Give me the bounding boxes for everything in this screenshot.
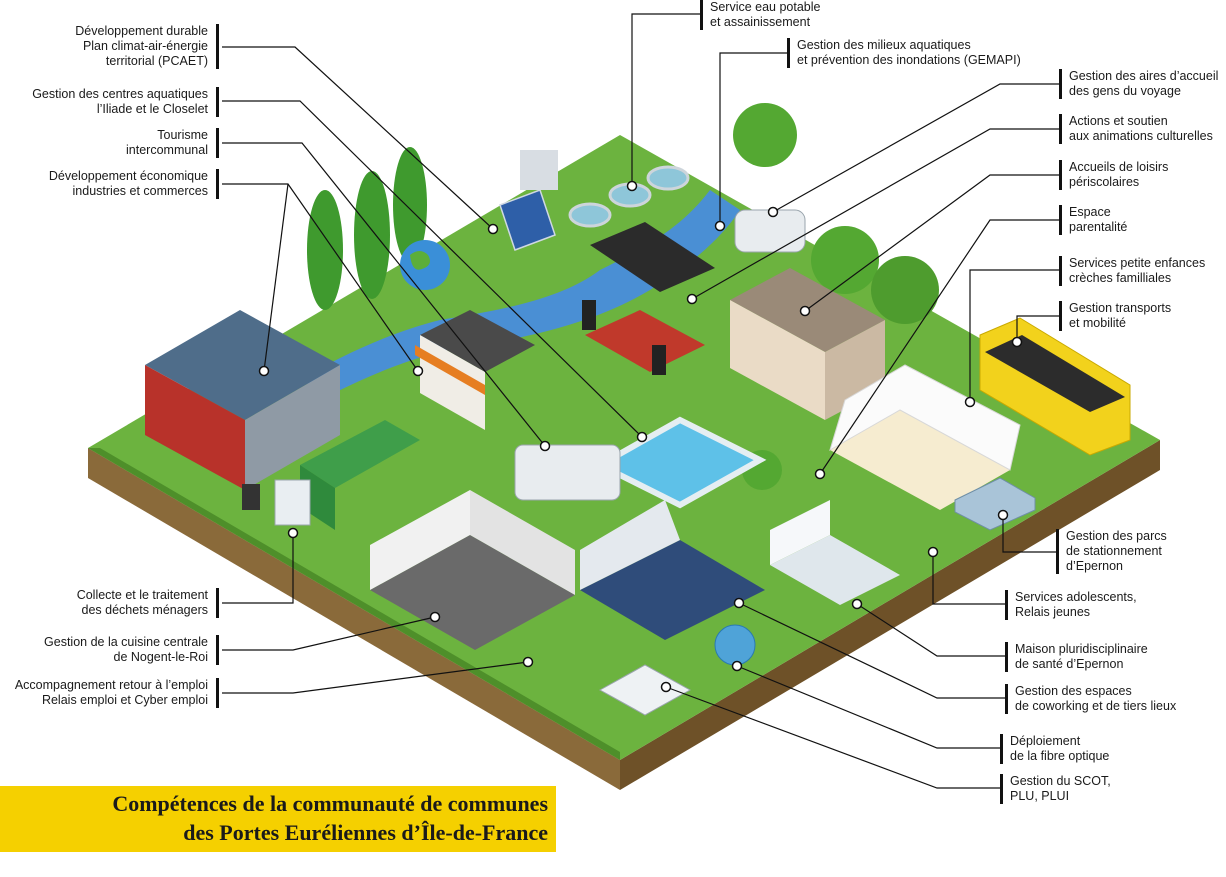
leader-emploi bbox=[222, 661, 529, 694]
planning-model bbox=[598, 664, 692, 716]
label-voyage: Gestion des aires d’accueil des gens du … bbox=[1059, 69, 1218, 99]
swimming-pool bbox=[593, 416, 767, 509]
ground-soil-left bbox=[88, 448, 620, 790]
kitchen-wall-side bbox=[470, 490, 575, 595]
concert-stage-floor bbox=[585, 310, 705, 372]
warehouse-side bbox=[245, 365, 340, 490]
garbage-truck-body bbox=[300, 420, 420, 488]
ground-soil-right bbox=[620, 440, 1160, 790]
leader-stationnement bbox=[1002, 515, 1059, 553]
title-line-1: Compétences de la communauté de communes bbox=[112, 791, 548, 816]
health-room-wall bbox=[770, 500, 830, 565]
creche-floor bbox=[830, 410, 1010, 510]
leader-tourisme bbox=[222, 142, 546, 447]
label-parentalite: Espace parentalité bbox=[1059, 205, 1127, 235]
bus-windows bbox=[985, 335, 1125, 412]
garbage-bin bbox=[242, 484, 260, 510]
coworking-wall bbox=[580, 500, 680, 590]
leader-loisirs bbox=[804, 174, 1062, 312]
label-scot: Gestion du SCOT, PLU, PLUI bbox=[1000, 774, 1111, 804]
water-basin bbox=[568, 202, 612, 228]
leader-cuisine bbox=[222, 616, 436, 651]
label-sante: Maison pluridisciplinaire de santé d’Epe… bbox=[1005, 642, 1148, 672]
fibre-globe-icon bbox=[714, 624, 756, 666]
label-gemapi: Gestion des milieux aquatiques et préven… bbox=[787, 38, 1021, 68]
leader-coworking bbox=[738, 602, 1008, 699]
label-ados: Services adolescents, Relais jeunes bbox=[1005, 590, 1137, 620]
leader-petite-enfance bbox=[969, 269, 1062, 402]
kitchen-wall bbox=[370, 490, 470, 590]
parked-car bbox=[954, 477, 1036, 531]
health-room-floor bbox=[770, 535, 900, 605]
shop-awning bbox=[415, 345, 485, 395]
label-stationnement: Gestion des parcs de stationnement d’Epe… bbox=[1056, 529, 1167, 574]
coworking-floor bbox=[580, 540, 765, 640]
solar-panel bbox=[499, 189, 556, 251]
title-line-2: des Portes Euréliennes d’Île-de-France bbox=[183, 820, 548, 845]
label-aquatiques: Gestion des centres aquatiques l’Iliade … bbox=[32, 87, 219, 117]
concert-stage-roof bbox=[590, 222, 715, 292]
leader-ados bbox=[932, 552, 1008, 605]
title-banner: Compétences de la communauté de communes… bbox=[0, 786, 556, 852]
tree-round bbox=[733, 103, 797, 167]
camper-van bbox=[514, 444, 621, 501]
tree-cypress bbox=[393, 147, 427, 263]
label-eau: Service eau potable et assainissement bbox=[700, 0, 821, 30]
leader-fibre bbox=[736, 665, 1003, 749]
creche-wall bbox=[829, 364, 1021, 471]
label-petite-enfance: Services petite enfances crèches familli… bbox=[1059, 256, 1205, 286]
tree-cypress bbox=[307, 190, 343, 310]
label-fibre: Déploiement de la fibre optique bbox=[1000, 734, 1109, 764]
leader-dechets bbox=[222, 533, 294, 604]
leader-aquatiques bbox=[222, 100, 643, 438]
label-culture: Actions et soutien aux animations cultur… bbox=[1059, 114, 1213, 144]
leader-scot bbox=[665, 686, 1003, 789]
tree-round bbox=[811, 226, 879, 294]
label-coworking: Gestion des espaces de coworking et de t… bbox=[1005, 684, 1176, 714]
globe-continents bbox=[410, 251, 430, 270]
label-tourisme: Tourisme intercommunal bbox=[126, 128, 219, 158]
leader-dots bbox=[258, 180, 1023, 693]
leader-voyage bbox=[772, 83, 1062, 213]
water-basin bbox=[646, 165, 690, 191]
leader-eco-2 bbox=[263, 183, 289, 372]
leader-parentalite bbox=[819, 219, 1062, 475]
label-cuisine: Gestion de la cuisine centrale de Nogent… bbox=[44, 635, 219, 665]
label-eco: Développement économique industries et c… bbox=[49, 169, 219, 199]
label-transports: Gestion transports et mobilité bbox=[1059, 301, 1171, 331]
concert-speaker bbox=[582, 300, 596, 330]
water-treatment-building bbox=[520, 150, 558, 190]
garbage-truck-cab bbox=[274, 479, 311, 526]
warehouse-front bbox=[145, 365, 245, 490]
leader-culture bbox=[691, 128, 1062, 300]
label-dechets: Collecte et le traitement des déchets mé… bbox=[77, 588, 219, 618]
concert-speaker bbox=[652, 345, 666, 375]
label-emploi: Accompagnement retour à l’emploi Relais … bbox=[15, 678, 219, 708]
ground-grass-shade bbox=[88, 448, 620, 760]
leader-lines bbox=[222, 13, 1062, 789]
leader-pcaet bbox=[222, 46, 494, 230]
leader-sante bbox=[856, 603, 1008, 657]
culture-centre-front bbox=[730, 300, 825, 420]
warehouse-roof bbox=[145, 310, 340, 420]
kitchen-floor bbox=[370, 535, 575, 650]
leader-gemapi bbox=[719, 52, 790, 226]
leader-transports bbox=[1016, 315, 1062, 342]
tree-round bbox=[871, 256, 939, 324]
label-loisirs: Accueils de loisirs périscolaires bbox=[1059, 160, 1168, 190]
leader-eau bbox=[631, 13, 703, 186]
tree-cypress bbox=[354, 171, 390, 299]
label-pcaet: Développement durable Plan climat-air-én… bbox=[75, 24, 219, 69]
river bbox=[300, 190, 740, 395]
